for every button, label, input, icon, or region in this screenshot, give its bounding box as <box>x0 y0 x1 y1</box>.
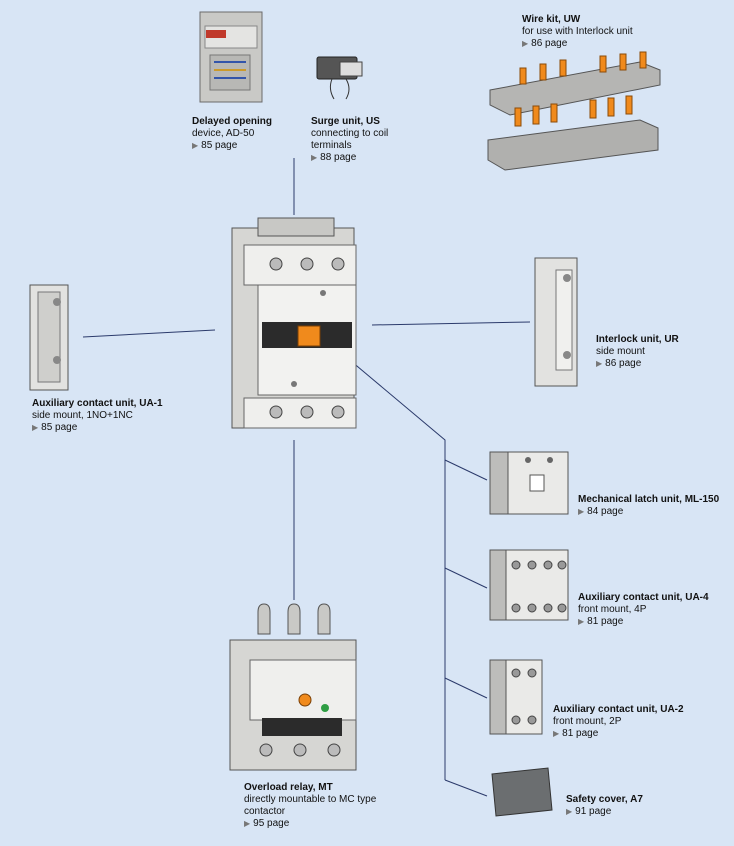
arrow-icon: ▶ <box>522 39 529 48</box>
wire-kit-image <box>487 51 661 171</box>
page-number: 81 page <box>562 728 599 739</box>
overload-relay-label: Overload relay, MT directly mountable to… <box>244 782 376 830</box>
arrow-icon: ▶ <box>32 423 39 432</box>
interlock-label: Interlock unit, UR side mount ▶86 page <box>596 334 679 370</box>
page-number: 95 page <box>253 818 290 829</box>
part-title: Mechanical latch unit, ML-150 <box>578 494 720 505</box>
surge-unit-image <box>316 56 363 100</box>
page-number: 91 page <box>575 806 612 817</box>
page-ref[interactable]: ▶85 page <box>32 422 163 434</box>
ua2-label: Auxiliary contact unit, UA-2 front mount… <box>553 704 684 740</box>
part-subtitle: front mount, 4P <box>578 604 647 615</box>
part-subtitle: front mount, 2P <box>553 716 622 727</box>
page-ref[interactable]: ▶81 page <box>578 616 709 628</box>
page-ref[interactable]: ▶81 page <box>553 728 684 740</box>
ua1-label: Auxiliary contact unit, UA-1 side mount,… <box>32 398 163 434</box>
branch-ua4 <box>444 567 488 589</box>
ua4-image <box>489 549 569 621</box>
delayed-opening-device-image <box>199 11 263 103</box>
part-title: Safety cover, A7 <box>566 794 643 805</box>
line-left <box>82 329 216 338</box>
safety-cover-label: Safety cover, A7 ▶91 page <box>566 794 643 818</box>
part-title: Wire kit, UW <box>522 14 581 25</box>
part-subtitle: terminals <box>311 140 352 151</box>
connector-lines <box>82 158 531 797</box>
part-subtitle: contactor <box>244 806 286 817</box>
part-subtitle: side mount <box>596 346 645 357</box>
page-number: 84 page <box>587 506 624 517</box>
page-ref[interactable]: ▶86 page <box>522 38 633 50</box>
arrow-icon: ▶ <box>578 617 585 626</box>
part-subtitle: directly mountable to MC type <box>244 794 377 805</box>
page-number: 85 page <box>201 140 238 151</box>
interlock-image <box>534 257 578 387</box>
part-title: Auxiliary contact unit, UA-2 <box>553 704 684 715</box>
line-right <box>371 321 531 326</box>
page-ref[interactable]: ▶91 page <box>566 806 643 818</box>
ua2-image <box>489 659 543 735</box>
part-title: Surge unit, US <box>311 116 380 127</box>
branch-ua2 <box>444 677 488 699</box>
page-ref[interactable]: ▶86 page <box>596 358 679 370</box>
arrow-icon: ▶ <box>311 153 318 162</box>
page-number: 81 page <box>587 616 624 627</box>
part-subtitle: for use with Interlock unit <box>522 26 633 37</box>
line-trunk <box>319 334 446 780</box>
ua1-image <box>29 284 69 391</box>
page-ref[interactable]: ▶88 page <box>311 152 388 164</box>
part-title: Auxiliary contact unit, UA-4 <box>578 592 709 603</box>
overload-relay-image <box>229 603 357 771</box>
arrow-icon: ▶ <box>596 359 603 368</box>
safety-cover-image <box>491 767 553 817</box>
contactor-image <box>231 217 357 429</box>
page-number: 86 page <box>605 358 642 369</box>
branch-cover <box>444 779 488 797</box>
arrow-icon: ▶ <box>566 807 573 816</box>
page-ref[interactable]: ▶95 page <box>244 818 376 830</box>
surge-unit-label: Surge unit, US connecting to coil termin… <box>311 116 388 164</box>
page-ref[interactable]: ▶84 page <box>578 506 719 518</box>
wire-kit-label: Wire kit, UW for use with Interlock unit… <box>522 14 633 50</box>
delayed-opening-label: Delayed opening device, AD-50 ▶85 page <box>192 116 272 152</box>
arrow-icon: ▶ <box>244 819 251 828</box>
page-number: 86 page <box>531 38 568 49</box>
part-subtitle: side mount, 1NO+1NC <box>32 410 133 421</box>
part-title: Overload relay, MT <box>244 782 333 793</box>
page-ref[interactable]: ▶85 page <box>192 140 272 152</box>
part-title: Delayed opening <box>192 116 273 127</box>
arrow-icon: ▶ <box>578 507 585 516</box>
part-subtitle: connecting to coil <box>311 128 389 139</box>
page-number: 85 page <box>41 422 78 433</box>
part-title: Auxiliary contact unit, UA-1 <box>32 398 163 409</box>
part-subtitle: device, AD-50 <box>192 128 255 139</box>
ua4-label: Auxiliary contact unit, UA-4 front mount… <box>578 592 709 628</box>
arrow-icon: ▶ <box>553 729 560 738</box>
part-title: Interlock unit, UR <box>596 334 679 345</box>
arrow-icon: ▶ <box>192 141 199 150</box>
latch-image <box>489 451 569 515</box>
page-number: 88 page <box>320 152 357 163</box>
latch-label: Mechanical latch unit, ML-150 ▶84 page <box>578 494 719 518</box>
branch-latch <box>444 459 488 481</box>
